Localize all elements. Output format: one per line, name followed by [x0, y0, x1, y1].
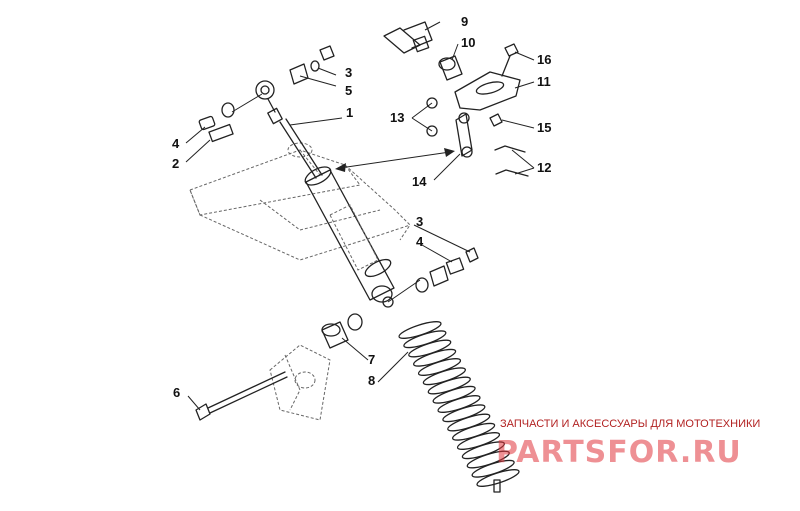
watermark-logo: PARTSFOR.RU: [496, 435, 742, 470]
lower-bracket-ghost: [269, 344, 331, 421]
spacer: [321, 313, 363, 349]
a-arm-ghost: [189, 142, 411, 261]
spring-coil: [432, 385, 476, 404]
top-hardware: [198, 45, 335, 143]
callout-10: 10: [461, 35, 475, 50]
callout-1: 1: [346, 105, 353, 120]
callout-4-lower: 4: [416, 234, 424, 249]
spring-coil: [422, 367, 467, 386]
upper-linkage: [383, 21, 529, 177]
callout-12: 12: [537, 160, 551, 175]
spring-coil: [451, 422, 496, 441]
spring-coil: [456, 432, 501, 450]
spring-coil: [398, 321, 442, 339]
callout-8: 8: [368, 373, 375, 388]
spring-coil: [447, 413, 491, 432]
spring-end: [493, 479, 501, 493]
callout-11: 11: [537, 74, 551, 89]
callout-5: 5: [345, 83, 352, 98]
spring-coil: [412, 348, 457, 367]
callout-16: 16: [537, 52, 551, 67]
callout-15: 15: [537, 120, 551, 135]
spring-coil: [408, 339, 452, 358]
right-hardware: [415, 247, 479, 293]
callout-2: 2: [172, 156, 179, 171]
callout-3-top: 3: [345, 65, 352, 80]
spring-coil: [437, 395, 481, 413]
callout-7: 7: [368, 352, 375, 367]
spring-coil: [417, 358, 462, 376]
watermark-caption: ЗАПЧАСТИ И АКСЕССУАРЫ ДЛЯ МОТОТЕХНИКИ: [500, 418, 760, 430]
long-bolt: [195, 371, 288, 421]
spring-coil: [442, 404, 486, 423]
spring-coil: [427, 376, 471, 395]
callout-14: 14: [412, 174, 427, 189]
callout-4-top: 4: [172, 136, 180, 151]
leader-lines: [185, 21, 535, 411]
coil-spring: [398, 321, 520, 493]
callout-9: 9: [461, 14, 468, 29]
watermark: ЗАПЧАСТИ И АКСЕССУАРЫ ДЛЯ МОТОТЕХНИКИ PA…: [496, 418, 760, 470]
shock-absorber: [255, 80, 421, 308]
callouts: 1 2 3 3 4 4 5 6 7 8 9 10 11 12 13 14 15 …: [172, 14, 551, 400]
spring-coil: [403, 330, 447, 349]
callout-13: 13: [390, 110, 404, 125]
callout-6: 6: [173, 385, 180, 400]
callout-3-lower: 3: [416, 214, 423, 229]
